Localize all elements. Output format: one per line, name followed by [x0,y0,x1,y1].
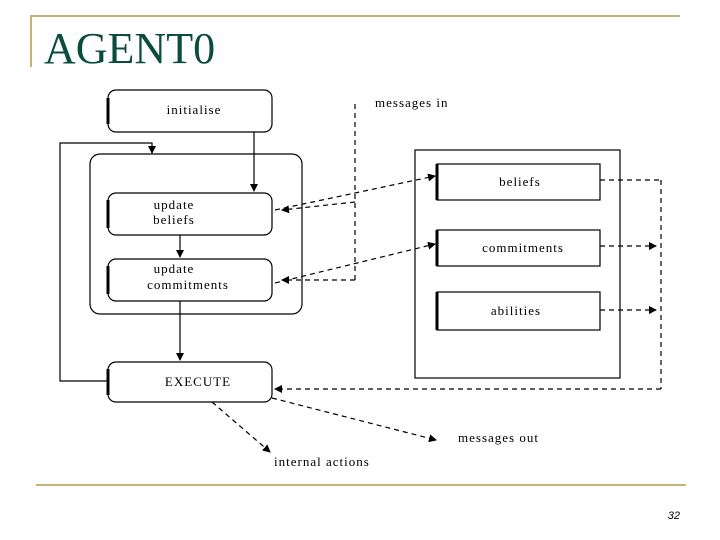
initialise-label: initialise [167,102,222,117]
execute-to-messages-out [271,397,437,443]
loop-arrow [59,142,156,382]
execute-box: EXECUTE [106,361,273,403]
messages-out-label: messages out [458,430,539,445]
beliefs-box: beliefs [435,163,601,201]
update-beliefs-to-beliefs [274,173,436,211]
update-group-box [89,153,303,315]
commitments-label: commitments [482,240,564,255]
update-beliefs-box: update beliefs [106,192,273,236]
update-beliefs-label-line1: update [154,197,195,212]
internal-actions-label: internal actions [274,454,370,469]
abilities-label: abilities [491,303,541,318]
update-commitments-box: update commitments [106,258,273,302]
update-commitments-label-line1: update [154,261,195,276]
page-number: 32 [667,510,680,522]
initialise-box: initialise [106,89,273,133]
beliefs-label: beliefs [499,174,541,189]
execute-label: EXECUTE [165,374,231,389]
messages-in-label: messages in [375,95,448,110]
left-rule [30,15,32,67]
slide-title: AGENT0 [44,24,216,73]
messages-in-to-update-beliefs [281,201,356,214]
abilities-box: abilities [435,291,601,331]
update-commitments-label-line2: commitments [147,277,229,292]
commitments-box: commitments [435,229,601,267]
top-rule [30,15,680,17]
update-commitments-to-commitments [274,241,436,284]
update-beliefs-label-line2: beliefs [153,212,195,227]
bottom-rule [36,484,686,486]
execute-to-internal-actions [211,401,271,453]
